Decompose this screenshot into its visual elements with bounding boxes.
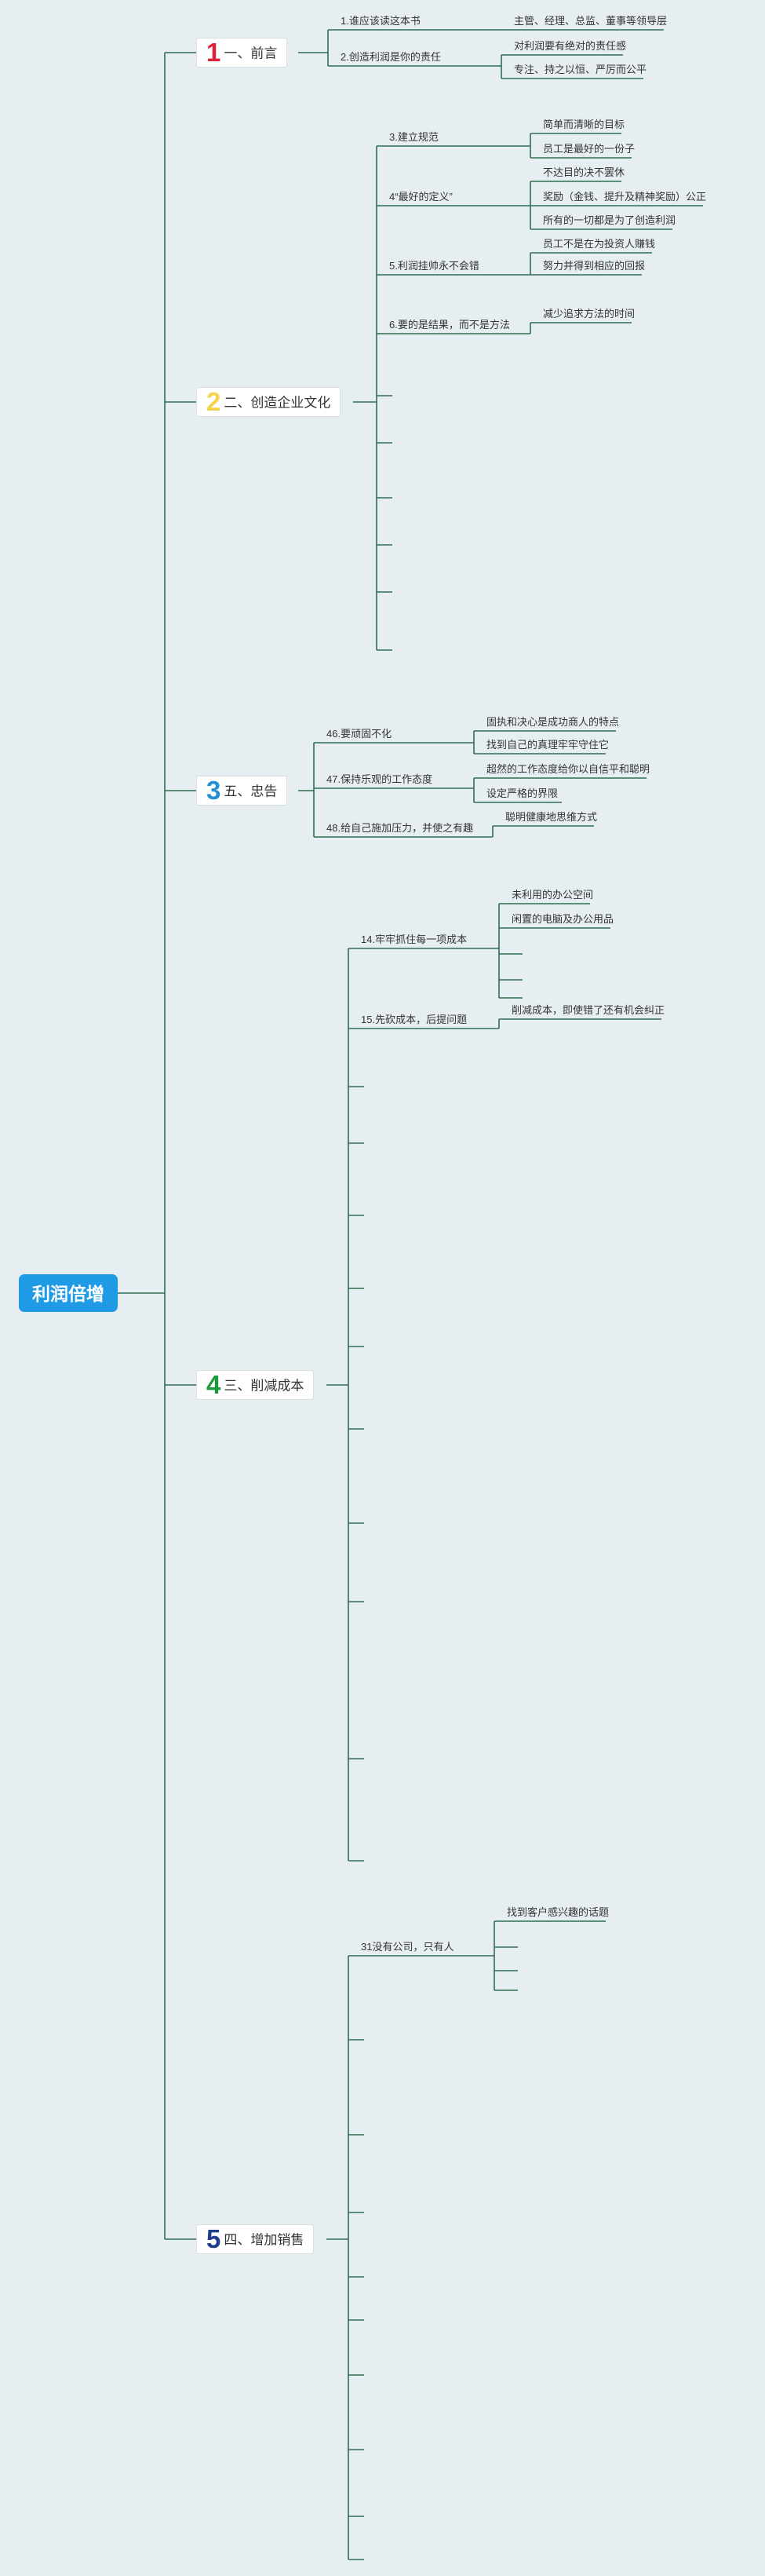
subtopic[interactable]: 2.创造利润是你的责任: [341, 51, 441, 63]
detail-item[interactable]: 员工不是在为投资人赚钱: [543, 238, 656, 250]
branch-number: 2: [206, 386, 221, 416]
detail-item[interactable]: 未利用的办公空间: [512, 889, 594, 901]
branch-number: 4: [206, 1369, 221, 1399]
branch-number: 1: [206, 37, 221, 67]
detail-item[interactable]: 找到自己的真理牢牢守住它: [486, 739, 610, 751]
subtopic[interactable]: 6.要的是结果，而不是方法: [389, 319, 510, 331]
detail-item[interactable]: 闲置的电脑及办公用品: [512, 913, 614, 925]
detail-item[interactable]: 找到客户感兴趣的话题: [507, 1906, 610, 1918]
subtopic[interactable]: 4“最好的定义”: [389, 191, 453, 203]
branch-label: 四、增加销售: [224, 2232, 304, 2248]
root-topic[interactable]: 利润倍增: [19, 1274, 118, 1312]
branch-number: 3: [206, 775, 221, 805]
subtopic[interactable]: 31没有公司，只有人: [361, 1941, 454, 1953]
subtopic[interactable]: 3.建立规范: [389, 131, 439, 143]
detail-item[interactable]: 努力并得到相应的回报: [543, 260, 646, 272]
detail-item[interactable]: 削减成本，即使错了还有机会纠正: [512, 1004, 665, 1016]
detail-item[interactable]: 专注、持之以恒、严厉而公平: [514, 64, 647, 75]
subtopic[interactable]: 5.利润挂帅永不会错: [389, 260, 479, 272]
detail-item[interactable]: 聪明健康地思维方式: [505, 811, 598, 823]
branch-label: 二、创造企业文化: [224, 395, 331, 411]
detail-item[interactable]: 固执和决心是成功商人的特点: [486, 716, 620, 728]
detail-item[interactable]: 员工是最好的一份子: [543, 143, 636, 155]
subtopic[interactable]: 15.先砍成本，后提问题: [361, 1014, 468, 1025]
detail-item[interactable]: 奖励（金钱、提升及精神奖励）公正: [543, 191, 707, 203]
subtopic[interactable]: 48.给自己施加压力，并使之有趣: [326, 822, 474, 834]
detail-item[interactable]: 简单而清晰的目标: [543, 119, 625, 130]
detail-item[interactable]: 对利润要有绝对的责任感: [514, 40, 627, 52]
branch-number: 5: [206, 2223, 221, 2253]
detail-item[interactable]: 所有的一切都是为了创造利润: [543, 214, 676, 226]
detail-item[interactable]: 超然的工作态度给你以自信平和聪明: [486, 763, 650, 775]
branch-label: 一、前言: [224, 46, 278, 61]
subtopic[interactable]: 47.保持乐观的工作态度: [326, 773, 433, 785]
detail-item[interactable]: 主管、经理、总监、董事等领导层: [514, 15, 668, 27]
detail-item[interactable]: 减少追求方法的时间: [543, 308, 636, 320]
subtopic[interactable]: 14.牢牢抓住每一项成本: [361, 934, 468, 945]
detail-item[interactable]: 不达目的决不罢休: [543, 166, 625, 178]
subtopic[interactable]: 1.谁应该读这本书: [341, 15, 421, 27]
subtopic[interactable]: 46.要顽固不化: [326, 728, 392, 740]
branch-label: 五、忠告: [224, 784, 278, 799]
detail-item[interactable]: 设定严格的界限: [486, 787, 559, 799]
branch-label: 三、削减成本: [224, 1378, 304, 1394]
